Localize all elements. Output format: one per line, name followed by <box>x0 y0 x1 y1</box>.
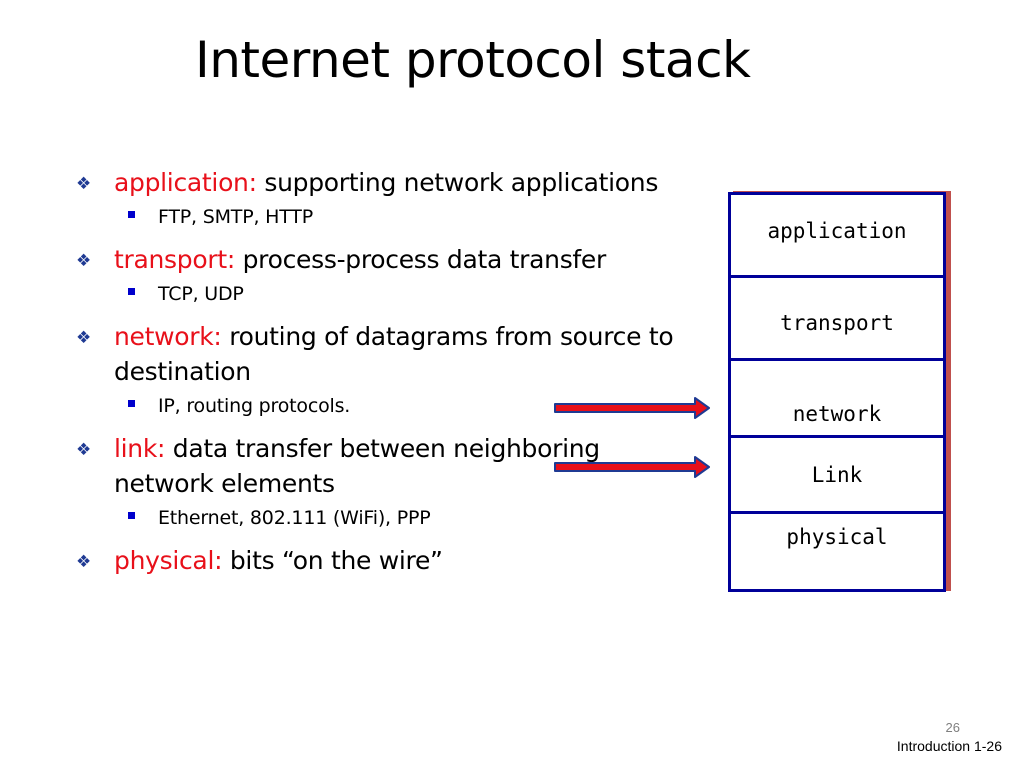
sub-bullet-transport: TCP, UDP <box>76 281 686 307</box>
diamond-bullet-icon: ❖ <box>76 251 91 271</box>
bullet-text: process-process data transfer <box>234 245 607 274</box>
sub-bullet-text: IP, routing protocols. <box>158 395 351 417</box>
bullet-transport: ❖ transport: process-process data transf… <box>76 242 686 277</box>
sub-bullet-text: TCP, UDP <box>158 283 244 305</box>
diamond-bullet-icon: ❖ <box>76 440 91 460</box>
layer-divider <box>731 358 943 361</box>
right-arrow-icon <box>554 456 710 478</box>
bullet-text: data transfer between neighboring networ… <box>114 434 600 498</box>
sub-bullet-text: Ethernet, 802.111 (WiFi), PPP <box>158 507 431 529</box>
layer-network: network <box>792 402 882 426</box>
diamond-bullet-icon: ❖ <box>76 328 91 348</box>
sub-bullet-text: FTP, SMTP, HTTP <box>158 206 313 228</box>
protocol-stack: application transport network Link physi… <box>728 192 946 592</box>
layer-transport: transport <box>780 311 894 335</box>
layer-divider <box>731 275 943 278</box>
square-bullet-icon <box>128 400 135 407</box>
layer-application: application <box>767 219 907 243</box>
diamond-bullet-icon: ❖ <box>76 552 91 572</box>
bullet-term: application: <box>114 168 257 197</box>
bullet-link: ❖ link: data transfer between neighborin… <box>76 431 686 501</box>
bullet-list: ❖ application: supporting network applic… <box>76 165 686 582</box>
sub-bullet-application: FTP, SMTP, HTTP <box>76 204 686 230</box>
slide-title: Internet protocol stack <box>195 31 751 89</box>
layer-physical: physical <box>786 525 888 549</box>
layer-link: Link <box>811 463 863 487</box>
bullet-text: routing of datagrams from source to dest… <box>114 322 674 386</box>
footer-label: Introduction 1-26 <box>896 738 1002 754</box>
bullet-term: transport: <box>114 245 235 274</box>
bullet-term: network: <box>114 322 222 351</box>
slide-number: 26 <box>945 720 960 735</box>
square-bullet-icon <box>128 512 135 519</box>
square-bullet-icon <box>128 288 135 295</box>
bullet-term: physical: <box>114 546 223 575</box>
bullet-text: bits “on the wire” <box>222 546 443 575</box>
bullet-network: ❖ network: routing of datagrams from sou… <box>76 319 686 389</box>
bullet-physical: ❖ physical: bits “on the wire” <box>76 543 686 578</box>
layer-divider <box>731 511 943 514</box>
diamond-bullet-icon: ❖ <box>76 174 91 194</box>
square-bullet-icon <box>128 211 135 218</box>
sub-bullet-network: IP, routing protocols. <box>76 393 686 419</box>
layer-divider <box>731 435 943 438</box>
right-arrow-icon <box>554 397 710 419</box>
sub-bullet-link: Ethernet, 802.111 (WiFi), PPP <box>76 505 686 531</box>
bullet-text: supporting network applications <box>256 168 659 197</box>
bullet-term: link: <box>114 434 166 463</box>
bullet-application: ❖ application: supporting network applic… <box>76 165 686 200</box>
